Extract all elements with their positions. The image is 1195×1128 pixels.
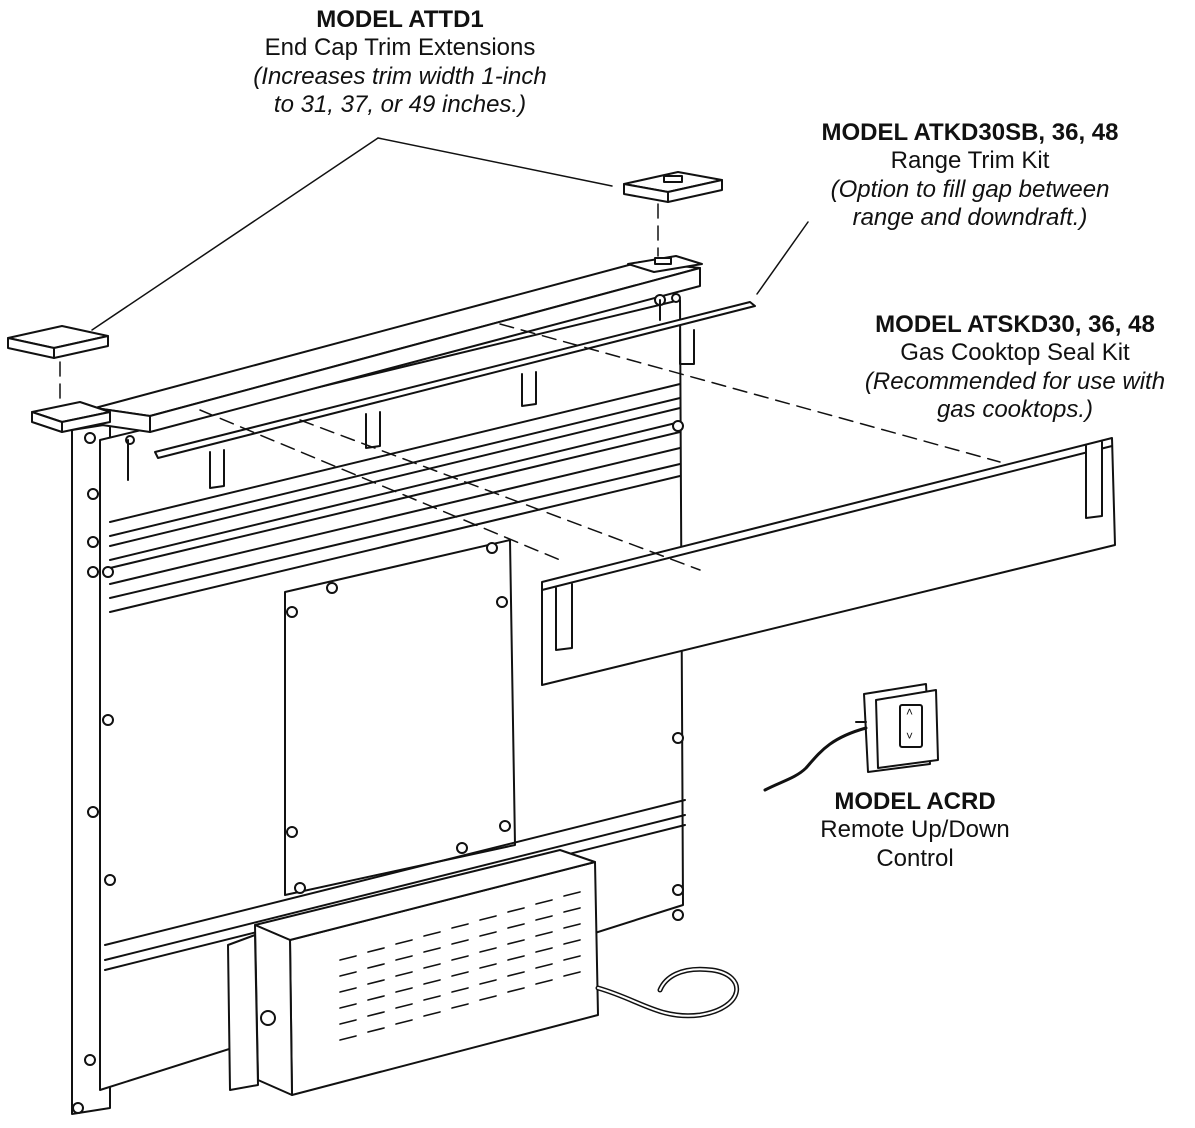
rail-line bbox=[109, 463, 681, 599]
callout-acrd: MODEL ACRD Remote Up/Down Control bbox=[770, 788, 1060, 873]
model-note: (Recommended for use with bbox=[864, 367, 1166, 395]
model-label: MODEL ACRD bbox=[834, 788, 996, 815]
lower-rail bbox=[104, 799, 686, 946]
power-cord bbox=[595, 966, 740, 1019]
trim-tab bbox=[209, 449, 225, 489]
model-note: (Option to fill gap between bbox=[830, 175, 1110, 203]
rail-line bbox=[109, 407, 681, 547]
model-note: range and downdraft.) bbox=[852, 203, 1088, 231]
rail-line bbox=[109, 447, 681, 585]
callout-attd1: MODEL ATTD1 End Cap Trim Extensions (Inc… bbox=[200, 6, 600, 119]
filter-access-plate bbox=[284, 539, 516, 896]
screws bbox=[72, 293, 684, 1114]
model-note: (Increases trim width 1-inch bbox=[253, 62, 547, 90]
leader-lines bbox=[91, 137, 809, 331]
model-note: to 31, 37, or 49 inches.) bbox=[273, 90, 527, 118]
model-label: MODEL ATKD30SB, 36, 48 bbox=[821, 119, 1119, 146]
model-description: End Cap Trim Extensions bbox=[264, 34, 536, 62]
remote-control bbox=[763, 683, 939, 792]
model-description: Control bbox=[876, 844, 954, 872]
chevron-up-icon: ˄ bbox=[906, 705, 914, 719]
chevron-down-icon: ˅ bbox=[906, 729, 914, 743]
blower-mount-bracket bbox=[227, 934, 259, 1091]
end-cap-extension-right bbox=[623, 171, 723, 203]
rail-line bbox=[109, 475, 681, 613]
trim-tab bbox=[521, 371, 537, 407]
model-label: MODEL ATSKD30, 36, 48 bbox=[875, 311, 1155, 338]
blower-vent-slots bbox=[339, 891, 581, 1041]
model-note: gas cooktops.) bbox=[936, 395, 1094, 423]
rail-line bbox=[109, 397, 681, 537]
range-trim-flange bbox=[679, 329, 695, 365]
lower-rail bbox=[104, 814, 686, 961]
model-description: Remote Up/Down bbox=[820, 816, 1010, 844]
callout-atskd: MODEL ATSKD30, 36, 48 Gas Cooktop Seal K… bbox=[830, 311, 1195, 424]
power-cord-inner bbox=[597, 968, 738, 1017]
blower-side-face bbox=[254, 924, 293, 1096]
end-cap-extension-left bbox=[7, 325, 109, 359]
remote-cord bbox=[763, 726, 868, 792]
rail-line bbox=[109, 383, 681, 523]
rail-line bbox=[109, 431, 681, 569]
end-cap-left-side bbox=[61, 411, 111, 433]
range-trim-strip bbox=[154, 301, 756, 459]
blower-housing bbox=[227, 849, 740, 1096]
blower-knockout bbox=[260, 1010, 276, 1026]
model-description: Gas Cooktop Seal Kit bbox=[900, 339, 1130, 367]
model-label: MODEL ATTD1 bbox=[316, 6, 484, 33]
dashed-guides bbox=[59, 203, 1001, 571]
end-cap-right-slot bbox=[654, 257, 672, 265]
top-trim-side bbox=[149, 267, 701, 433]
callout-atkd: MODEL ATKD30SB, 36, 48 Range Trim Kit (O… bbox=[770, 119, 1170, 232]
seal-kit-panel bbox=[541, 437, 1116, 686]
model-description: Range Trim Kit bbox=[890, 147, 1050, 175]
